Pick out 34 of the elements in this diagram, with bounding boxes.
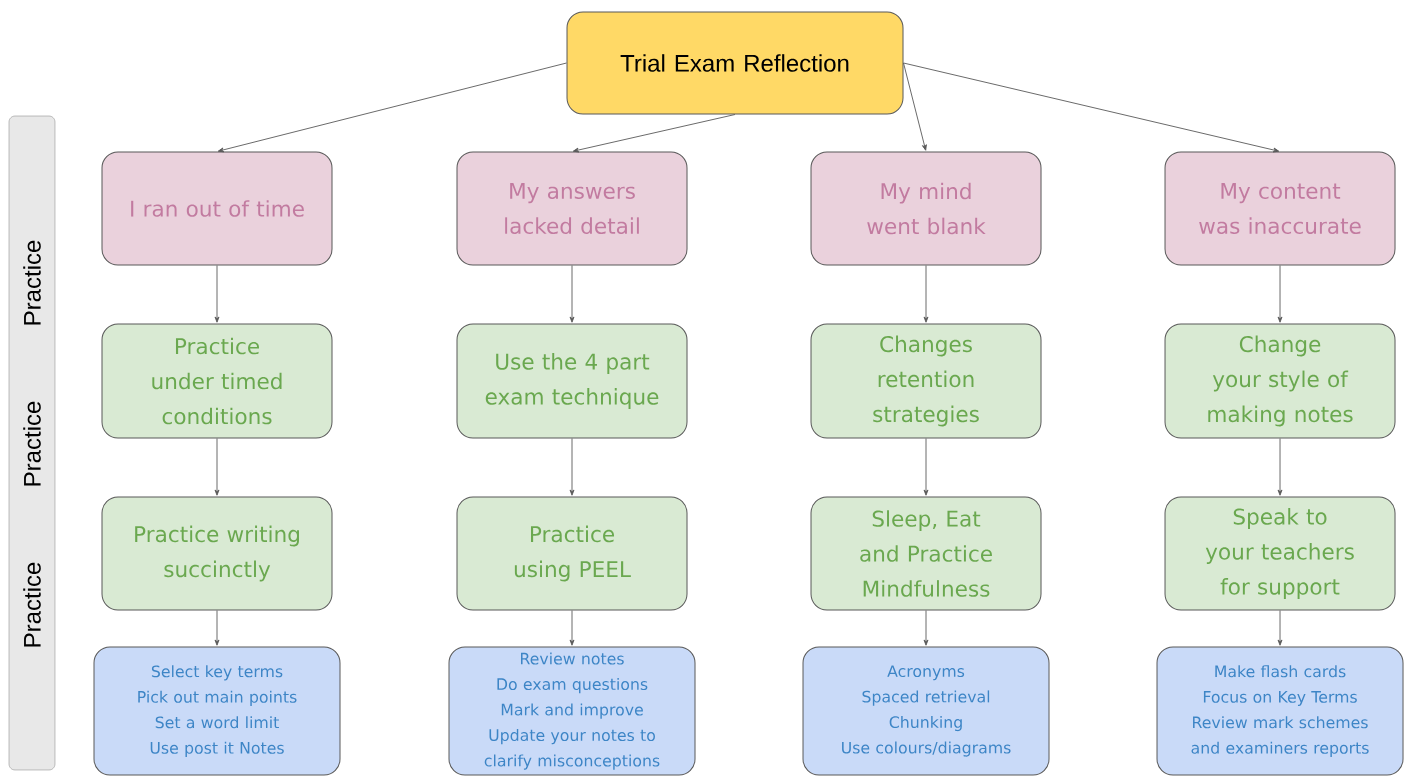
- arrow: [214, 438, 220, 496]
- process-box: Trial Exam Reflection: [566, 11, 904, 115]
- strategy-box: Use the 4 part exam technique: [456, 323, 688, 439]
- side-band: Practice Practice Practice: [8, 115, 56, 771]
- strategy-box: Practice using PEEL: [456, 496, 688, 611]
- arrow: [923, 438, 929, 496]
- arrow: [923, 265, 929, 323]
- tips-box: Make flash cards Focus on Key Terms Review mark schemes and examiners reports: [1156, 646, 1404, 776]
- arrow: [1277, 610, 1283, 646]
- problem-box: My content was inaccurate: [1164, 151, 1396, 266]
- strategy-box: Changes retention strategies: [810, 323, 1042, 439]
- strategy-box: Practice writing succinctly: [101, 496, 333, 611]
- problem-box: I ran out of time: [101, 151, 333, 266]
- strategy-box: Change your style of making notes: [1164, 323, 1396, 439]
- strategy-box: Practice under timed conditions: [101, 323, 333, 439]
- arrow: [923, 610, 929, 646]
- arrow: [214, 265, 220, 323]
- tips-box: Select key terms Pick out main points Set a word limit Use post it Notes: [93, 646, 341, 776]
- arrow: [217, 62, 567, 153]
- arrow: [569, 438, 575, 496]
- problem-box: My mind went blank: [810, 151, 1042, 266]
- arrow: [903, 62, 927, 151]
- arrow: [903, 62, 1280, 153]
- arrow: [1277, 438, 1283, 496]
- arrow: [1277, 265, 1283, 323]
- tips-box: Acronyms Spaced retrieval Chunking Use colours/diagrams: [802, 646, 1050, 776]
- arrow: [569, 265, 575, 323]
- arrow: [214, 610, 220, 646]
- strategy-box: Sleep, Eat and Practice Mindfulness: [810, 496, 1042, 611]
- tips-box: Review notes Do exam questions Mark and improve Update your notes to clarify misconceptions: [448, 646, 696, 776]
- arrow: [569, 610, 575, 646]
- strategy-box: Speak to your teachers for support: [1164, 496, 1396, 611]
- problem-box: My answers lacked detail: [456, 151, 688, 266]
- arrow: [572, 114, 736, 153]
